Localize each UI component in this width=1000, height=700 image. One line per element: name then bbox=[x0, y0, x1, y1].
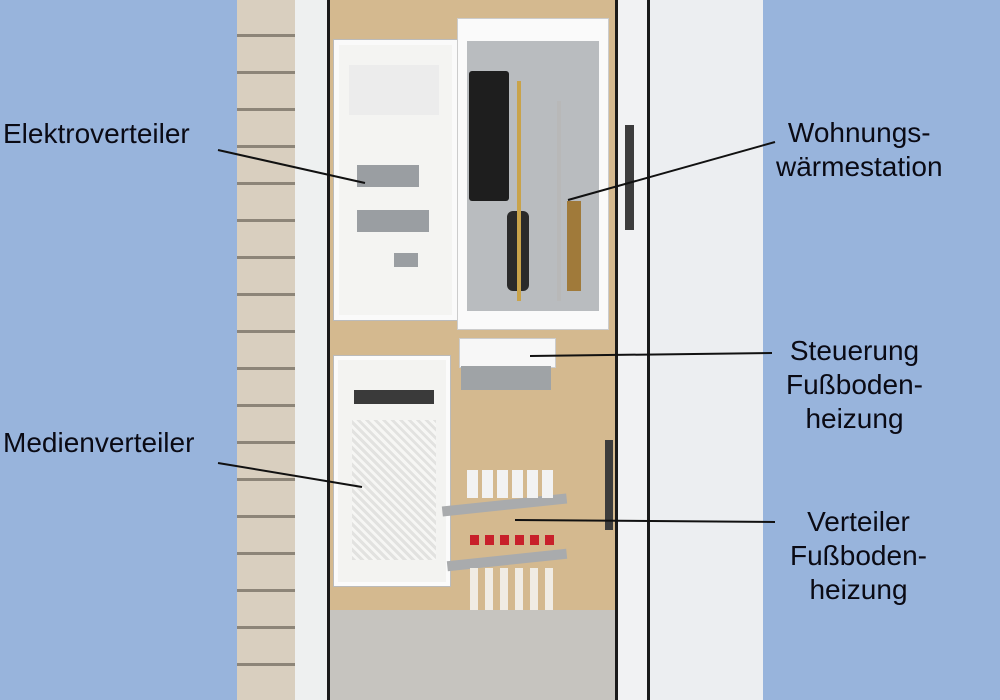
label-line: Wohnungs- bbox=[787, 117, 931, 148]
brick-wall bbox=[237, 0, 297, 700]
label-line: heizung bbox=[809, 574, 908, 605]
right-door-frame bbox=[615, 0, 648, 700]
electrical-distribution-board bbox=[334, 40, 457, 320]
label-line: Medienverteiler bbox=[3, 427, 195, 458]
label-wohnungswaermestation: Wohnungs- wärmestation bbox=[776, 116, 943, 184]
label-line: Fußboden- bbox=[786, 369, 923, 400]
label-steuerung-fussbodenheizung: Steuerung Fußboden- heizung bbox=[786, 334, 923, 436]
label-line: wärmestation bbox=[776, 151, 943, 182]
controller-terminal-strip bbox=[461, 366, 551, 390]
media-distribution-box bbox=[334, 356, 450, 586]
door-handle bbox=[625, 125, 634, 230]
label-line: Elektroverteiler bbox=[3, 118, 190, 149]
open-door-panel bbox=[647, 0, 763, 700]
label-line: Verteiler bbox=[807, 506, 910, 537]
label-line: Fußboden- bbox=[790, 540, 927, 571]
floor-heating-manifold bbox=[441, 460, 572, 610]
label-line: Steuerung bbox=[789, 335, 920, 366]
label-line: heizung bbox=[805, 403, 904, 434]
door-lock-plate bbox=[605, 440, 613, 530]
floor-screed bbox=[330, 610, 620, 700]
floor-heating-controller bbox=[459, 338, 556, 368]
left-door-frame bbox=[295, 0, 330, 700]
label-elektroverteiler: Elektroverteiler bbox=[3, 117, 190, 151]
label-medienverteiler: Medienverteiler bbox=[3, 426, 194, 460]
heat-station-cabinet bbox=[457, 18, 609, 330]
utility-closet-photo bbox=[237, 0, 763, 700]
label-verteiler-fussbodenheizung: Verteiler Fußboden- heizung bbox=[790, 505, 927, 607]
